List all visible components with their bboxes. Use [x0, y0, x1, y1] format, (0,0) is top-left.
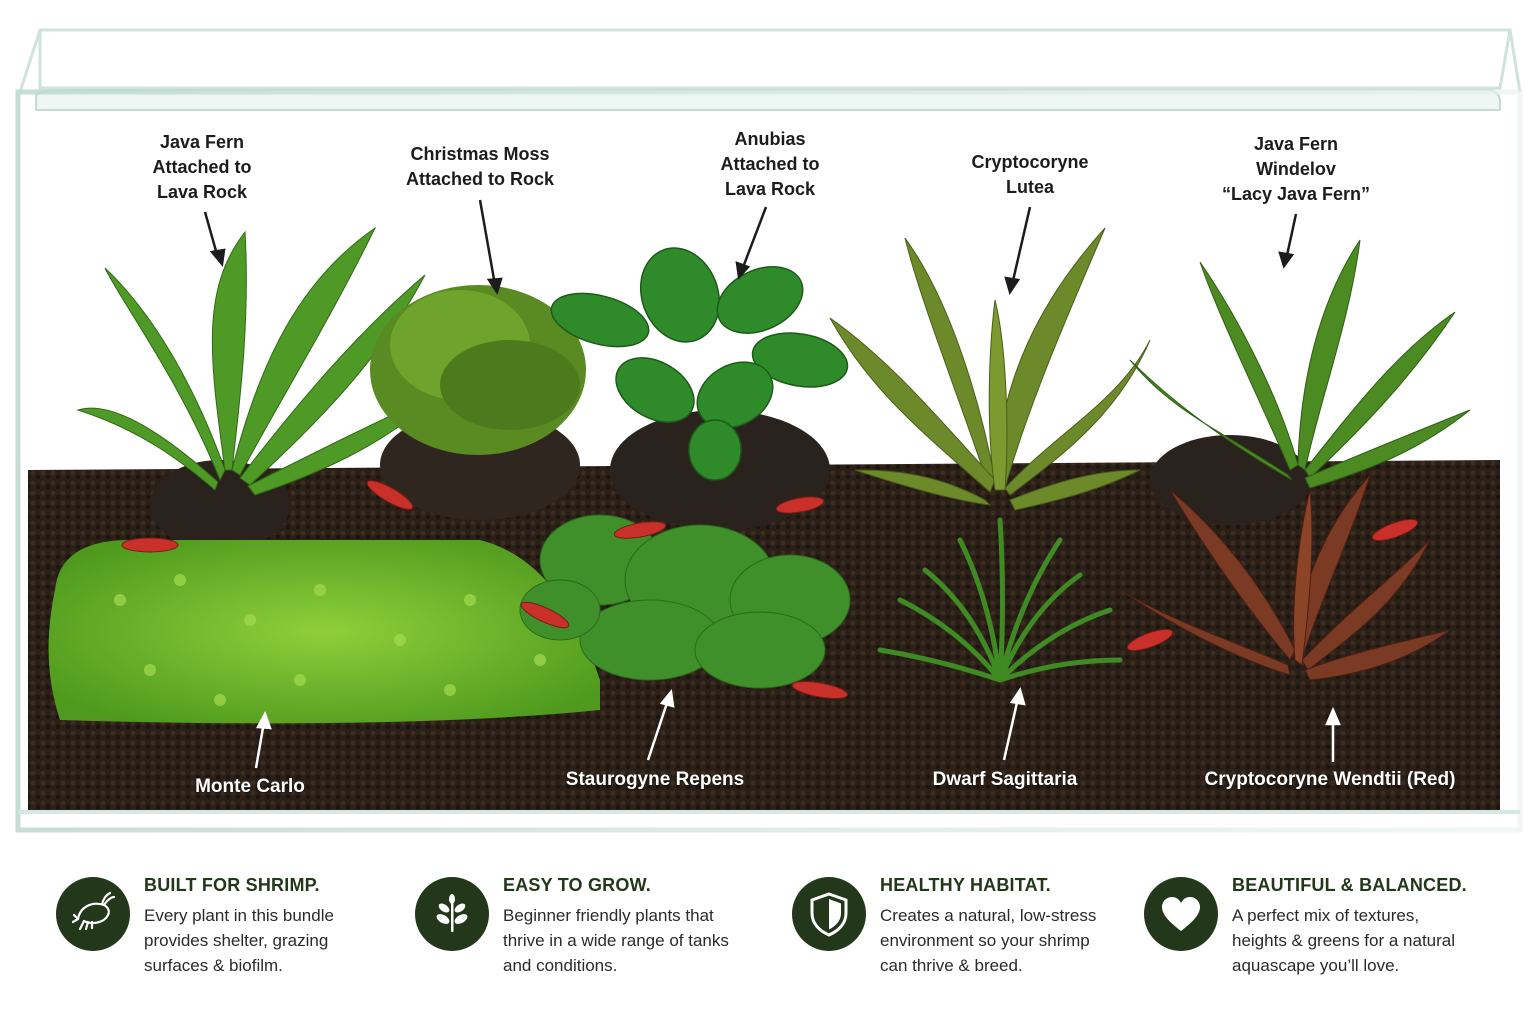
feature-description: Every plant in this bundle provides shel… [144, 906, 334, 975]
plant-label-dwarf-sagittaria: Dwarf Sagittaria [932, 769, 1078, 790]
plant-label-christmas-moss: Christmas Moss Attached to Rock [405, 144, 555, 189]
feature-title: BEAUTIFUL & BALANCED. [1232, 875, 1467, 895]
feature-title: HEALTHY HABITAT. [880, 875, 1051, 895]
feature-description: A perfect mix of textures, heights & gre… [1232, 906, 1456, 975]
shrimp-icon [56, 877, 130, 951]
dwarf-sagittaria-plant [877, 517, 1123, 683]
cryptocoryne-wendtii-plant [1119, 474, 1451, 681]
heart-icon [1144, 877, 1218, 951]
plant-label-staurogyne-repens: Staurogyne Repens [565, 769, 745, 790]
feature-healthy-habitat: HEALTHY HABITAT. Creates a natural, low-… [792, 872, 1122, 992]
feature-beautiful-balanced: BEAUTIFUL & BALANCED. A perfect mix of t… [1144, 872, 1494, 992]
christmas-moss-plant [370, 285, 586, 455]
lava-rock [1150, 435, 1310, 525]
feature-title: EASY TO GROW. [503, 875, 651, 895]
java-fern-windelov-plant [1129, 239, 1471, 489]
aquarium-tank: Java Fern Attached to Lava Rock Christma… [15, 28, 1523, 833]
plant-label-anubias: Anubias Attached to Lava Rock [720, 129, 820, 199]
feature-built-for-shrimp: BUILT FOR SHRIMP. Every plant in this bu… [56, 872, 386, 992]
plant-label-java-fern: Java Fern Attached to Lava Rock [152, 132, 252, 202]
cryptocoryne-lutea-plant [829, 227, 1151, 511]
feature-easy-to-grow: EASY TO GROW. Beginner friendly plants t… [415, 872, 755, 992]
label-arrow [254, 687, 1341, 769]
plant-label-cryptocoryne-lutea: Cryptocoryne Lutea [971, 152, 1089, 197]
shrimp [121, 480, 1419, 699]
sprout-icon [415, 877, 489, 951]
plant-label-java-fern-windelov: Java Fern Windelov “Lacy Java Fern” [1221, 134, 1371, 204]
aquarium-illustration [15, 28, 1523, 833]
feature-description: Beginner friendly plants that thrive in … [503, 906, 729, 975]
feature-title: BUILT FOR SHRIMP. [144, 875, 320, 895]
anubias-plant [550, 247, 849, 481]
label-arrow [203, 199, 1298, 295]
staurogyne-repens-plant [519, 514, 851, 689]
plant-label-monte-carlo: Monte Carlo [195, 776, 305, 797]
plant-label-cryptocoryne-wendtii: Cryptocoryne Wendtii (Red) [1204, 769, 1456, 790]
shield-icon [792, 877, 866, 951]
monte-carlo-plant [48, 540, 601, 724]
feature-description: Creates a natural, low-stress environmen… [880, 906, 1097, 975]
